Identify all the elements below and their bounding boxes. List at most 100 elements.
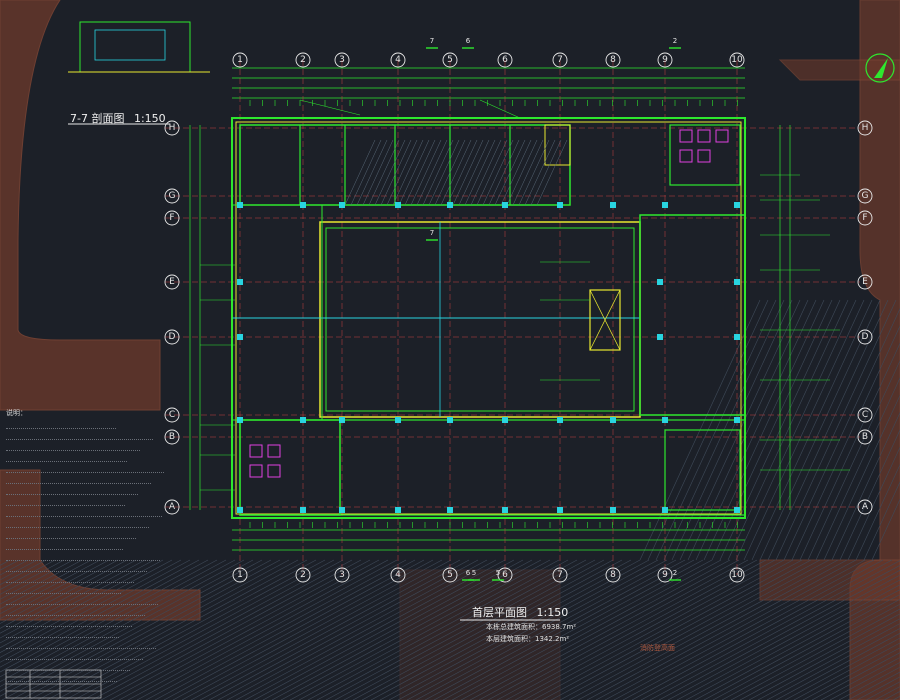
grid-bubble-bottom-9: 9: [657, 567, 673, 583]
grid-bubble-right-H-label: H: [862, 123, 869, 133]
notes-body: [6, 418, 166, 682]
grid-bubble-right-E-label: E: [862, 277, 868, 287]
section-mark-label-4: 5: [472, 569, 476, 577]
grid-bubble-top-9: 9: [657, 52, 673, 68]
grid-bubble-bottom-4: 4: [390, 567, 406, 583]
note-line: [6, 473, 151, 484]
note-line: [6, 572, 134, 583]
grid-bubble-right-A: A: [857, 499, 873, 515]
note-line: [6, 440, 140, 451]
section-mark-label-2: 6: [466, 37, 471, 45]
structural-columns: [237, 202, 740, 513]
grid-bubble-left-D-label: D: [169, 332, 176, 342]
section-title-text: 7-7 剖面图: [70, 112, 125, 125]
grid-bubble-right-C: C: [857, 407, 873, 423]
plan-title-text: 首层平面图: [472, 606, 527, 619]
note-line: [6, 418, 116, 429]
grid-bubble-top-3-label: 3: [339, 55, 345, 65]
note-line: [6, 671, 117, 682]
room-hatch: [344, 139, 568, 206]
title-underlines: [68, 123, 560, 621]
grid-bubble-bottom-10: 10: [729, 567, 745, 583]
note-line: [6, 429, 153, 440]
note-line: [6, 506, 162, 517]
note-line: [6, 528, 136, 539]
grid-bubble-left-A-label: A: [169, 502, 176, 512]
section-mark-label-6: 2: [673, 37, 677, 45]
grid-bubble-right-C-label: C: [862, 410, 868, 420]
grid-bubble-left-H-label: H: [169, 123, 176, 133]
section-mark-4: 5: [468, 569, 480, 581]
grid-bubble-left-B: B: [164, 429, 180, 445]
note-line: [6, 539, 123, 550]
grid-bubble-left-E-label: E: [169, 277, 175, 287]
grid-bubble-left-H: H: [164, 120, 180, 136]
section-mark-6: 2: [669, 37, 681, 49]
grid-bubble-top-10-label: 10: [731, 55, 743, 65]
note-line: [6, 627, 119, 638]
grid-bubble-left-B-label: B: [169, 432, 175, 442]
grid-bubble-right-B: B: [857, 429, 873, 445]
grid-bubble-bottom-7-label: 7: [557, 570, 563, 580]
grid-bubble-top-5: 5: [442, 52, 458, 68]
grid-bubble-right-B-label: B: [862, 432, 868, 442]
grid-bubble-right-D: D: [857, 329, 873, 345]
grid-bubble-top-9-label: 9: [662, 55, 668, 65]
grid-bubble-top-4: 4: [390, 52, 406, 68]
grid-bubble-bottom-8-label: 8: [610, 570, 616, 580]
grid-bubble-top-8-label: 8: [610, 55, 616, 65]
grid-bubble-bottom-9-label: 9: [662, 570, 668, 580]
grid-bubble-right-D-label: D: [862, 332, 869, 342]
section-scale-text: 1:150: [133, 112, 166, 125]
grid-bubble-left-D: D: [164, 329, 180, 345]
grid-bubble-left-A: A: [164, 499, 180, 515]
grid-bubble-bottom-6-label: 6: [502, 570, 508, 580]
section-mark-label-3: 6: [466, 569, 471, 577]
section-mark-label-5: 5: [496, 569, 500, 577]
top-dimension-lines: [189, 67, 791, 551]
fire-lane-hatch: [0, 299, 900, 700]
note-line: [6, 594, 158, 605]
note-line: [6, 484, 138, 495]
north-arrow-icon: [865, 53, 895, 83]
grid-bubble-left-C: C: [164, 407, 180, 423]
grid-bubble-top-1-label: 1: [237, 55, 243, 65]
grid-bubble-right-F-label: F: [862, 213, 867, 223]
section-mark-label-1: 7: [430, 229, 434, 237]
design-notes: 说明：: [6, 408, 166, 682]
grid-bubble-top-10: 10: [729, 52, 745, 68]
grid-bubble-bottom-1-label: 1: [237, 570, 243, 580]
note-line: [6, 517, 149, 528]
grid-bubble-bottom-8: 8: [605, 567, 621, 583]
section-mark-label-7: 2: [673, 569, 677, 577]
grid-bubble-right-G: G: [857, 188, 873, 204]
section-title: 7-7 剖面图 1:150: [70, 110, 166, 126]
grid-bubble-left-F-label: F: [169, 213, 174, 223]
grid-bubble-bottom-6: 6: [497, 567, 513, 583]
grid-bubble-right-G-label: G: [862, 191, 869, 201]
grid-bubble-bottom-5: 5: [442, 567, 458, 583]
grid-bubble-bottom-10-label: 10: [731, 570, 743, 580]
grid-bubble-right-A-label: A: [862, 502, 869, 512]
note-line: [6, 638, 156, 649]
grid-bubble-bottom-2: 2: [295, 567, 311, 583]
grid-bubble-bottom-7: 7: [552, 567, 568, 583]
grid-bubble-right-F: F: [857, 210, 873, 226]
plan-title: 首层平面图 1:150: [472, 604, 568, 620]
note-line: [6, 583, 121, 594]
grid-bubble-bottom-5-label: 5: [447, 570, 453, 580]
grid-bubble-top-1: 1: [232, 52, 248, 68]
section-mark-label-0: 7: [430, 37, 434, 45]
note-line: [6, 660, 130, 671]
building-walls: [68, 21, 746, 519]
grid-bubble-top-5-label: 5: [447, 55, 453, 65]
grid-bubble-left-C-label: C: [169, 410, 175, 420]
total-area-label: 本栋总建筑面积：6938.7m²: [486, 623, 577, 631]
note-line: [6, 495, 125, 506]
note-line: [6, 561, 147, 572]
annotation-leaders: [200, 99, 850, 528]
note-line: [6, 649, 143, 660]
note-line: [6, 550, 160, 561]
